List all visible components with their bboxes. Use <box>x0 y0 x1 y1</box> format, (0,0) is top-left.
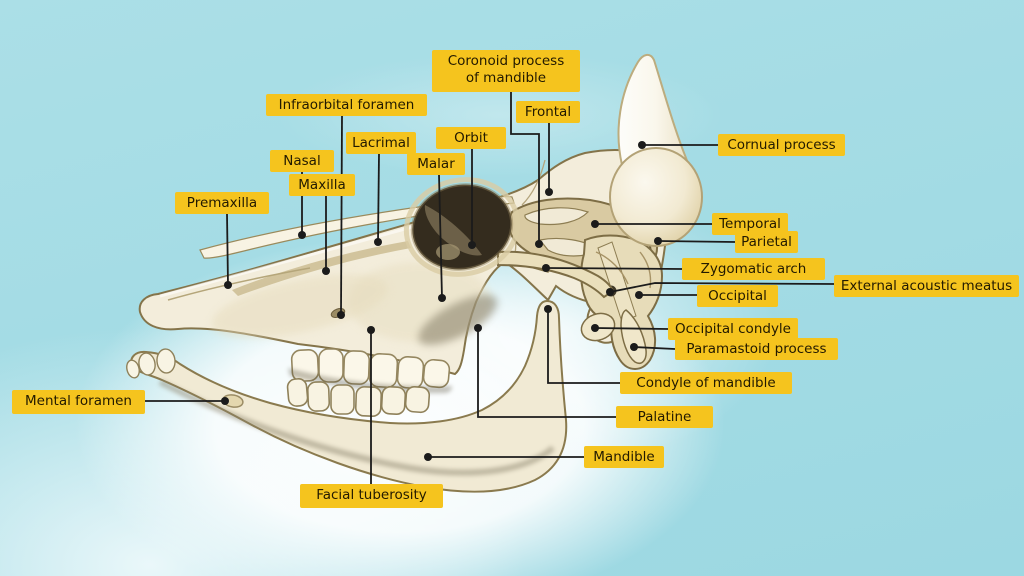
leader-dot-premaxilla <box>224 281 232 289</box>
leader-dot-coronoid-process <box>535 240 543 248</box>
label-parietal: Parietal <box>735 231 798 253</box>
leader-line-premaxilla <box>226 213 229 286</box>
label-external-acoustic-meatus: External acoustic meatus <box>834 275 1019 297</box>
nasal-notch-shadow <box>232 241 411 296</box>
incisor-teeth <box>126 348 176 379</box>
label-maxilla: Maxilla <box>289 174 355 196</box>
leader-line-occipital-condyle <box>594 327 669 330</box>
temporal-patch-1 <box>524 207 590 226</box>
leader-dot-orbit <box>468 241 476 249</box>
leader-line-coronoid-process <box>510 92 540 244</box>
upper-teeth <box>290 348 451 390</box>
label-coronoid-process: Coronoid process of mandible <box>432 50 580 92</box>
leader-dot-nasal <box>298 231 306 239</box>
leader-line-malar <box>438 174 443 299</box>
orbit-bulla <box>436 244 460 260</box>
leader-line-lacrimal <box>377 153 380 243</box>
mandible-shape <box>130 299 568 493</box>
lower-teeth <box>286 378 431 417</box>
label-mandible: Mandible <box>584 446 664 468</box>
leader-dot-external-acoustic-meatus <box>606 288 614 296</box>
label-cornual-process: Cornual process <box>718 134 845 156</box>
mandible-ventral-shading <box>158 379 555 476</box>
leader-dot-parietal <box>654 237 662 245</box>
leader-line-condyle-of-mandible <box>547 309 620 384</box>
leader-dot-temporal <box>591 220 599 228</box>
leader-dot-occipital <box>635 291 643 299</box>
leader-dot-mandible <box>424 453 432 461</box>
leader-dot-condyle-of-mandible <box>544 305 552 313</box>
leader-dot-paramastoid-process <box>630 343 638 351</box>
premaxilla-suture <box>167 267 311 301</box>
paramastoid-process-shape <box>620 309 647 364</box>
orbit-shape <box>410 183 514 271</box>
label-facial-tuberosity: Facial tuberosity <box>300 484 443 508</box>
label-premaxilla: Premaxilla <box>175 192 269 214</box>
leader-dot-facial-tuberosity <box>367 326 375 334</box>
leader-line-palatine <box>477 328 616 418</box>
label-malar: Malar <box>407 153 465 175</box>
label-nasal: Nasal <box>270 150 334 172</box>
leader-dot-infraorbital-foramen <box>337 311 345 319</box>
label-orbit: Orbit <box>436 127 506 149</box>
leader-dot-maxilla <box>322 267 330 275</box>
leader-dot-frontal <box>545 188 553 196</box>
orbit-inner-bone <box>424 205 482 256</box>
leader-line-paramastoid-process <box>633 346 676 350</box>
squamous-strip <box>597 241 637 323</box>
label-temporal: Temporal <box>712 213 788 235</box>
label-occipital-condyle: Occipital condyle <box>668 318 798 340</box>
leader-dot-malar <box>438 294 446 302</box>
label-condyle-of-mandible: Condyle of mandible <box>620 372 792 394</box>
label-infraorbital-foramen: Infraorbital foramen <box>266 94 427 116</box>
leader-line-external-acoustic-meatus <box>609 282 835 293</box>
leader-dot-palatine <box>474 324 482 332</box>
snout-shading <box>211 274 389 338</box>
label-frontal: Frontal <box>516 101 580 123</box>
label-paramastoid-process: Paramastoid process <box>675 338 838 360</box>
leader-dot-mental-foramen <box>221 397 229 405</box>
label-occipital: Occipital <box>697 285 778 307</box>
cornual-process-base <box>609 147 703 247</box>
leader-dot-occipital-condyle <box>591 324 599 332</box>
label-lacrimal: Lacrimal <box>346 132 416 154</box>
leader-line-infraorbital-foramen <box>340 115 343 316</box>
leader-line-parietal <box>657 240 736 243</box>
leader-dot-cornual-process <box>638 141 646 149</box>
masseteric-fossa-shading <box>418 294 498 346</box>
label-palatine: Palatine <box>616 406 713 428</box>
leader-dot-zygomatic-arch <box>542 264 550 272</box>
leader-line-zygomatic-arch <box>545 267 683 270</box>
leader-dot-lacrimal <box>374 238 382 246</box>
label-zygomatic-arch: Zygomatic arch <box>682 258 825 280</box>
label-mental-foramen: Mental foramen <box>12 390 145 414</box>
orbit-rim <box>403 177 521 277</box>
